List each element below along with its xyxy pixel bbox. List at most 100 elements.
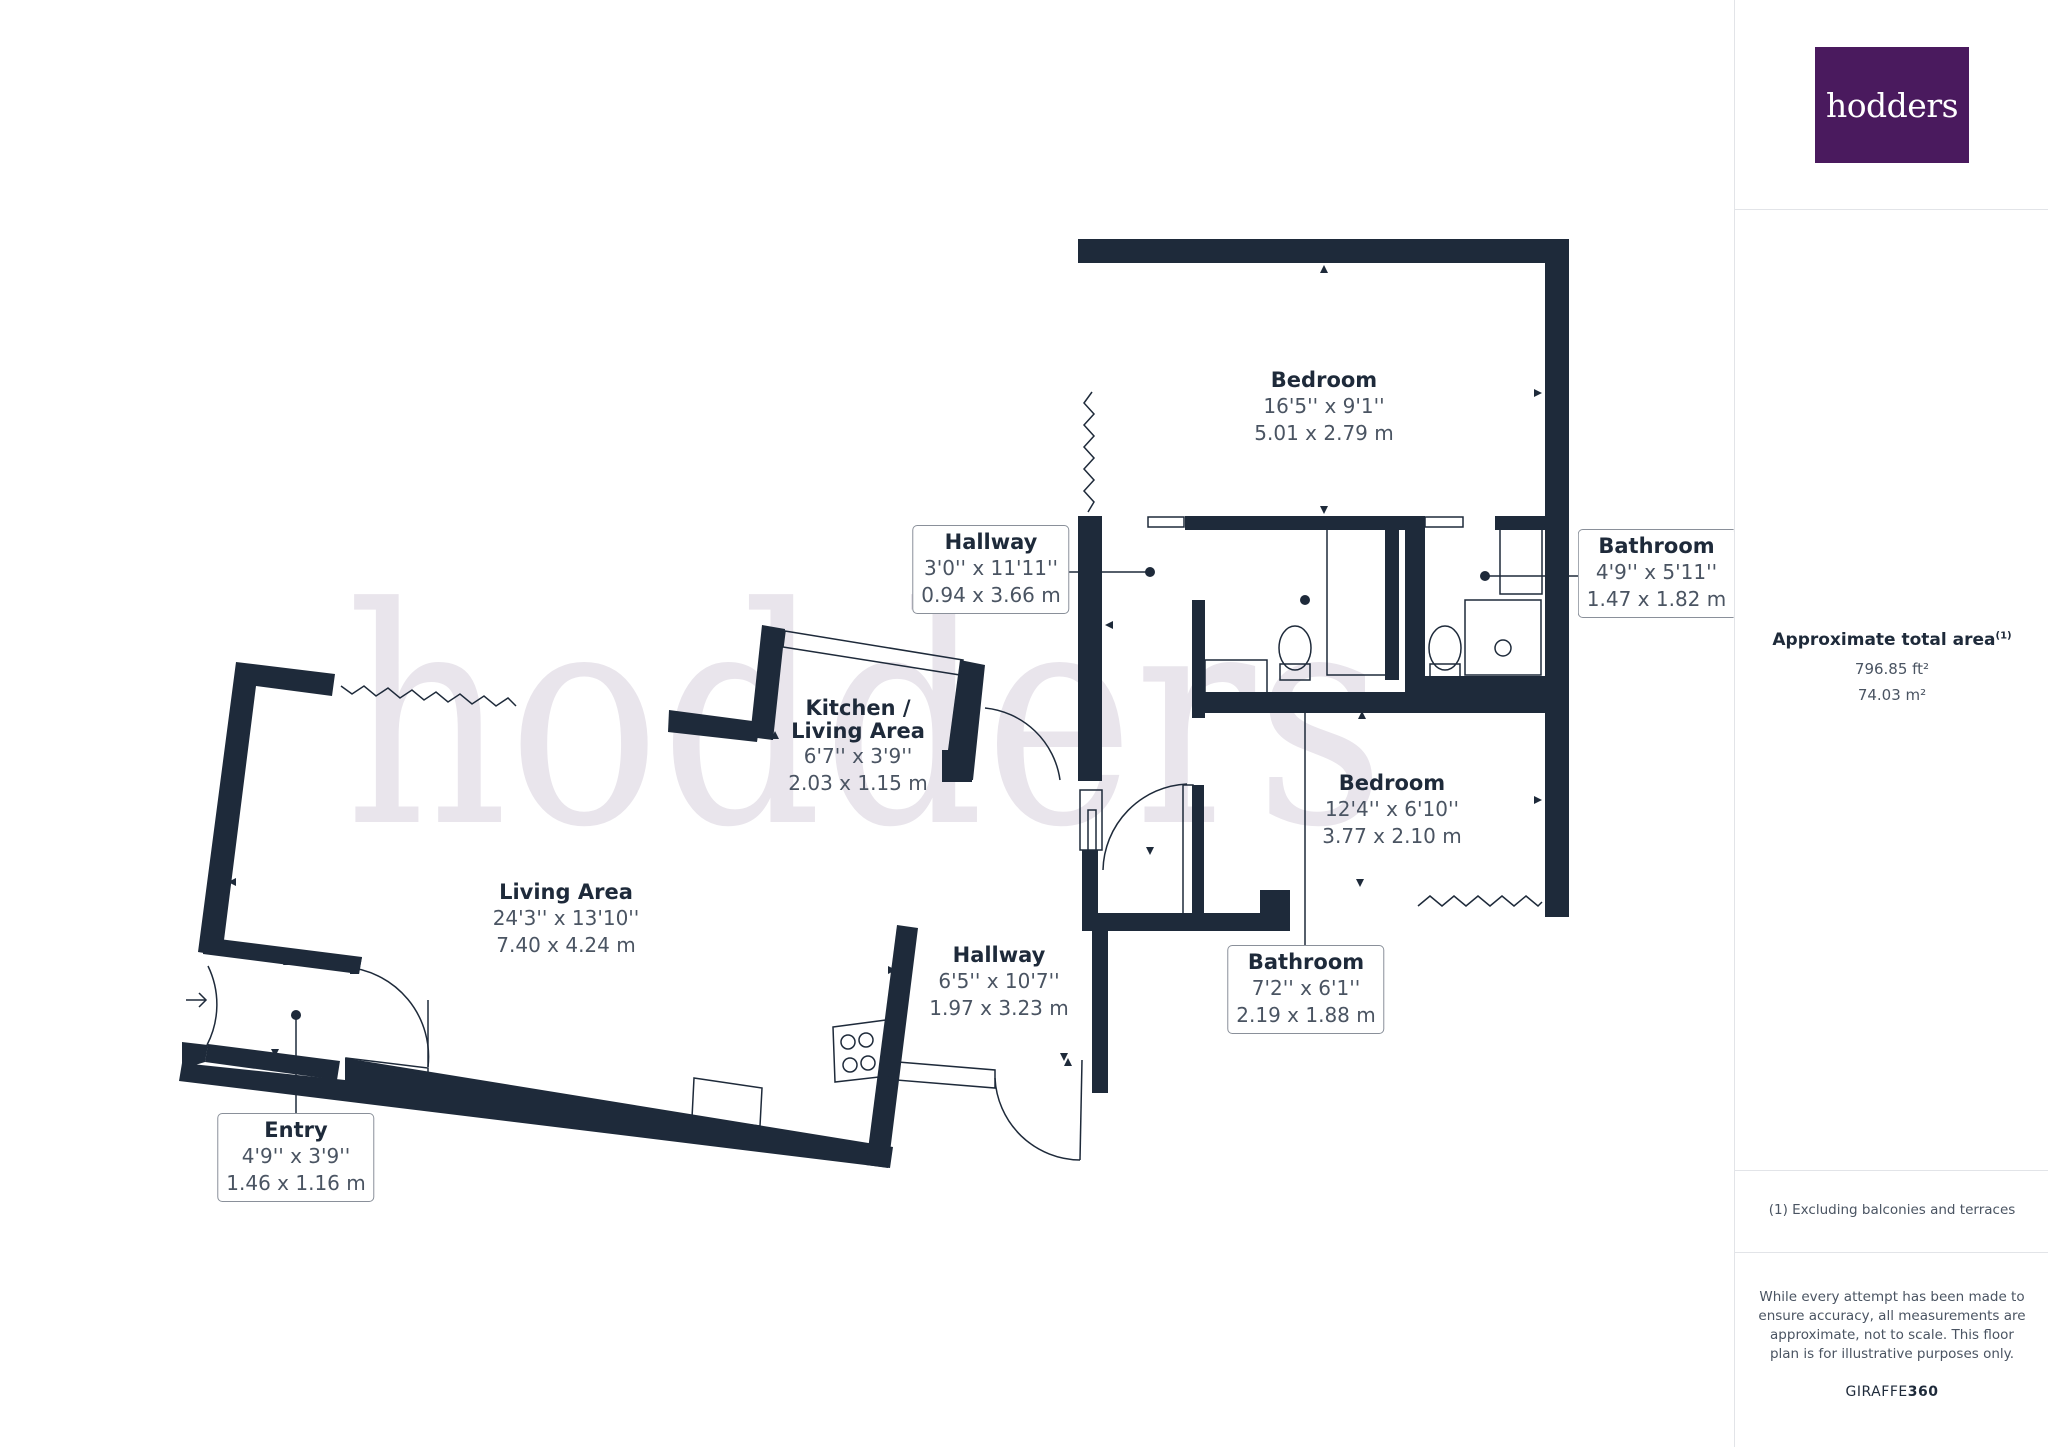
room-name: Kitchen / Living Area — [791, 696, 925, 743]
area-title-text: Approximate total area — [1772, 630, 1996, 650]
area-square-feet: 796.85 ft² — [1854, 660, 1930, 678]
room-size-imperial: 6'7'' x 3'9'' — [803, 744, 913, 768]
room-name: Bedroom — [1338, 771, 1446, 795]
room-name: Hallway — [952, 943, 1046, 967]
door-swing — [206, 965, 218, 1046]
room-size-imperial: 4'9'' x 3'9'' — [241, 1144, 351, 1168]
room-size-imperial: 24'3'' x 13'10'' — [492, 906, 640, 930]
wall — [1545, 239, 1569, 917]
wall — [205, 1044, 340, 1080]
room-label-kitchen: Kitchen / Living Area 6'7'' x 3'9'' 2.03… — [788, 697, 928, 797]
wall — [1192, 785, 1204, 915]
room-size-metric: 5.01 x 2.79 m — [1254, 421, 1394, 445]
room-size-imperial: 3'0'' x 11'11'' — [924, 556, 1058, 580]
total-area: Approximate total area(1) 796.85 ft² 74.… — [1735, 630, 2048, 704]
wall — [1412, 676, 1545, 694]
window — [782, 630, 964, 676]
room-size-metric: 7.40 x 4.24 m — [496, 933, 636, 957]
wall — [942, 750, 972, 782]
folding-door — [340, 685, 517, 707]
window — [345, 1057, 429, 1076]
basin — [1499, 527, 1543, 595]
area-square-metres: 74.03 m² — [1857, 686, 1927, 704]
toilet — [1428, 625, 1462, 671]
room-name: Bathroom — [1247, 950, 1365, 974]
room-label-bathroom-1: Bathroom 4'9'' x 5'11'' 1.47 x 1.82 m — [1577, 529, 1735, 618]
window — [1182, 784, 1194, 916]
wall — [198, 662, 335, 956]
door-swing — [344, 966, 430, 1068]
logo-text: hodders — [1825, 85, 1959, 125]
wall — [1078, 516, 1102, 781]
wall — [1495, 516, 1545, 530]
room-size-metric: 3.77 x 2.10 m — [1322, 824, 1462, 848]
room-name: Living Area — [499, 880, 633, 904]
room-size-imperial: 16'5'' x 9'1'' — [1263, 394, 1385, 418]
brand-logo: hodders — [1815, 47, 1969, 163]
room-size-metric: 1.47 x 1.82 m — [1586, 587, 1727, 611]
window — [895, 1061, 996, 1089]
wall — [1078, 239, 1569, 263]
door-swing — [994, 1077, 1081, 1161]
wall — [1098, 913, 1290, 931]
room-label-entry: Entry 4'9'' x 3'9'' 1.46 x 1.16 m — [217, 1113, 375, 1202]
sidebar: hodders Approximate total area(1) 796.85… — [1734, 0, 2048, 1447]
room-size-imperial: 4'9'' x 5'11'' — [1595, 560, 1718, 584]
window — [1424, 516, 1464, 528]
room-size-metric: 1.97 x 3.23 m — [929, 996, 1069, 1020]
entry-arrow-icon — [186, 992, 208, 1008]
watermark: hodders — [345, 544, 1385, 893]
floor-plan-drawing: hodders — [179, 239, 1582, 1168]
divider — [1735, 1170, 2048, 1171]
wall — [1405, 516, 1425, 713]
door-swing — [984, 707, 1061, 781]
wall — [668, 710, 760, 742]
footnote: (1) Excluding balconies and terraces — [1768, 1202, 2016, 1218]
room-name: Entry — [264, 1118, 328, 1142]
wall — [1185, 516, 1425, 530]
disclaimer: While every attempt has been made to ens… — [1758, 1289, 2026, 1362]
hob — [832, 1019, 889, 1083]
window — [1147, 516, 1185, 528]
wall — [203, 937, 362, 974]
toilet — [1278, 625, 1312, 671]
room-size-metric: 1.46 x 1.16 m — [226, 1171, 366, 1195]
area-title: Approximate total area(1) — [1735, 630, 2048, 650]
wall — [1385, 530, 1399, 680]
divider — [1735, 209, 2048, 210]
window — [1079, 789, 1103, 851]
wall — [866, 925, 918, 1168]
room-label-bedroom-1: Bedroom 16'5'' x 9'1'' 5.01 x 2.79 m — [1254, 368, 1393, 447]
room-label-living-area: Living Area 24'3'' x 13'10'' 7.40 x 4.24… — [493, 880, 640, 959]
door-swing — [1102, 783, 1188, 871]
room-label-hallway-2: Hallway 6'5'' x 10'7'' 1.97 x 3.23 m — [929, 943, 1068, 1022]
room-size-imperial: 7'2'' x 6'1'' — [1251, 976, 1361, 1000]
wall — [1092, 913, 1108, 1093]
room-size-metric: 2.03 x 1.15 m — [788, 771, 928, 795]
brand-prefix: GIRAFFE — [1845, 1384, 1908, 1400]
shower-tray — [1464, 599, 1542, 676]
wall — [350, 957, 362, 974]
area-note-marker: (1) — [1995, 630, 2012, 642]
room-name: Hallway — [944, 530, 1038, 554]
folding-door — [1082, 391, 1096, 513]
room-name: Bedroom — [1270, 368, 1378, 392]
brand-suffix: 360 — [1907, 1384, 1939, 1400]
wall — [182, 1042, 208, 1069]
room-size-imperial: 12'4'' x 6'10'' — [1325, 797, 1459, 821]
room-name: Bathroom — [1598, 534, 1715, 558]
wall — [1260, 890, 1290, 931]
wall — [179, 1058, 893, 1168]
wall — [1192, 692, 1547, 713]
room-label-bedroom-2: Bedroom 12'4'' x 6'10'' 3.77 x 2.10 m — [1322, 771, 1461, 850]
bathtub — [1326, 527, 1388, 676]
floor-plan: hodders — [179, 239, 1735, 1202]
window — [1087, 809, 1097, 871]
room-label-bathroom-2: Bathroom 7'2'' x 6'1'' 2.19 x 1.88 m — [1227, 945, 1385, 1034]
room-label-hallway-1: Hallway 3'0'' x 11'11'' 0.94 x 3.66 m — [912, 525, 1070, 614]
wall — [1192, 600, 1205, 718]
vanity — [1204, 659, 1268, 697]
sink — [691, 1077, 763, 1127]
folding-door — [1417, 895, 1543, 908]
giraffe360-brand: GIRAFFE360 — [1735, 1384, 2048, 1400]
